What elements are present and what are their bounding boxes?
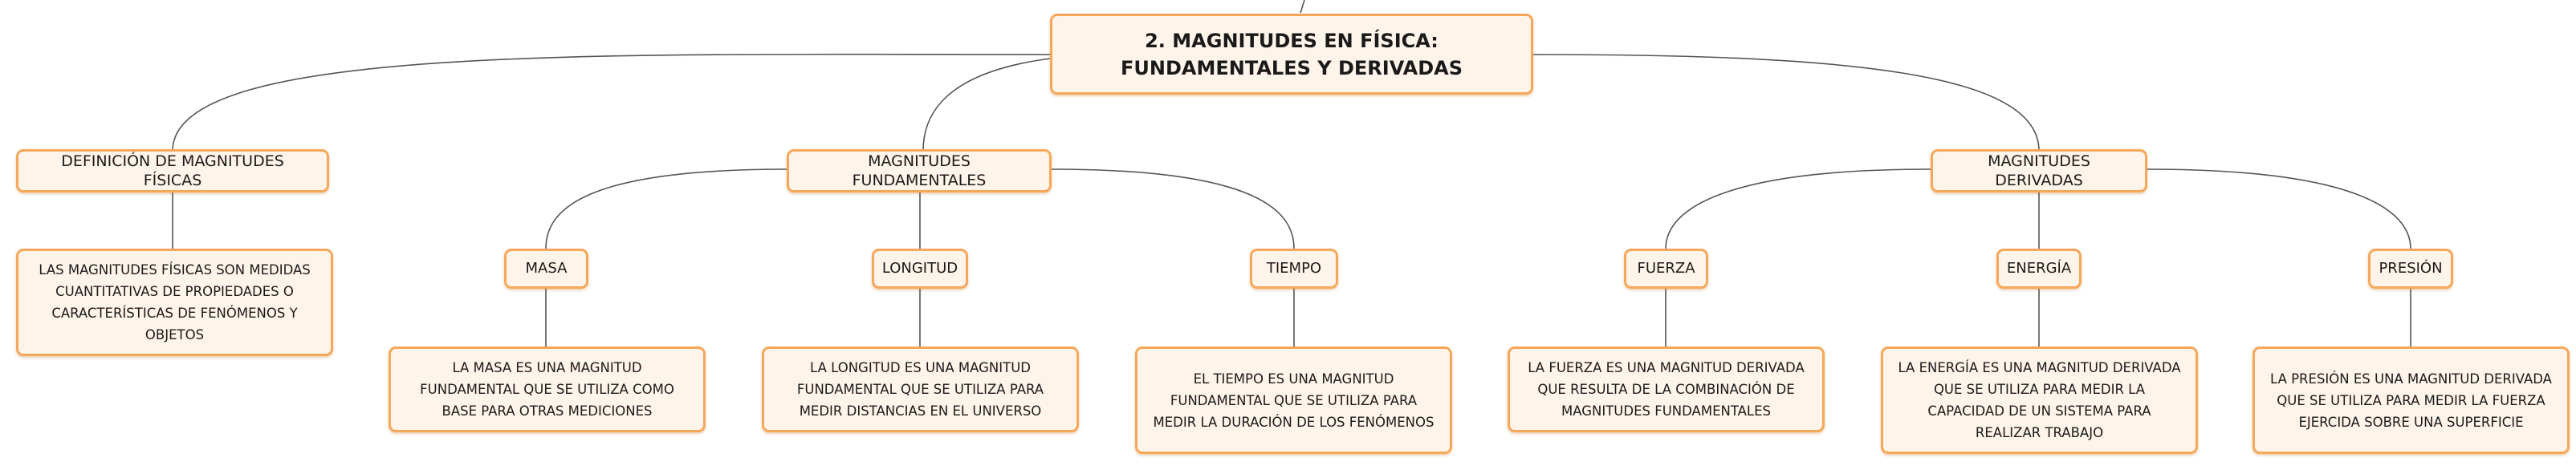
- connector-derived-presion: [2147, 168, 2411, 249]
- topic-fundamental-label: MAGNITUDES FUNDAMENTALES: [852, 152, 987, 189]
- description-longitud-text: LA LONGITUD ES UNA MAGNITUD FUNDAMENTAL …: [796, 360, 1044, 419]
- subtopic-tiempo-label: TIEMPO: [1266, 260, 1322, 277]
- topic-fundamental[interactable]: MAGNITUDES FUNDAMENTALES: [787, 149, 1052, 192]
- description-fuerza[interactable]: LA FUERZA ES UNA MAGNITUD DERIVADA QUE R…: [1508, 346, 1825, 432]
- connector-root-fundamental: [922, 58, 1051, 152]
- description-masa[interactable]: LA MASA ES UNA MAGNITUD FUNDAMENTAL QUE …: [389, 346, 706, 432]
- subtopic-longitud-label: LONGITUD: [881, 260, 958, 277]
- description-energia-text: LA ENERGÍA ES UNA MAGNITUD DERIVADA QUE …: [1898, 360, 2181, 440]
- subtopic-masa[interactable]: MASA: [504, 249, 588, 289]
- root-topic-label: 2. MAGNITUDES EN FÍSICA: FUNDAMENTALES Y…: [1121, 29, 1463, 79]
- subtopic-tiempo[interactable]: TIEMPO: [1250, 249, 1338, 289]
- description-tiempo-text: EL TIEMPO ES UNA MAGNITUD FUNDAMENTAL QU…: [1153, 371, 1435, 430]
- subtopic-energia-label: ENERGÍA: [2006, 260, 2072, 277]
- topic-definition-description-text: LAS MAGNITUDES FÍSICAS SON MEDIDAS CUANT…: [39, 262, 311, 342]
- subtopic-presion[interactable]: PRESIÓN: [2368, 249, 2453, 289]
- root-topic[interactable]: 2. MAGNITUDES EN FÍSICA: FUNDAMENTALES Y…: [1050, 14, 1533, 95]
- description-presion-text: LA PRESIÓN ES UNA MAGNITUD DERIVADA QUE …: [2270, 371, 2552, 430]
- topic-derived[interactable]: MAGNITUDES DERIVADAS: [1931, 149, 2147, 192]
- description-presion[interactable]: LA PRESIÓN ES UNA MAGNITUD DERIVADA QUE …: [2252, 346, 2570, 454]
- topic-definition-label: DEFINICIÓN DE MAGNITUDES FÍSICAS: [61, 152, 284, 189]
- connector-root-definition: [172, 53, 1051, 152]
- connector-root-derived: [1532, 54, 2040, 152]
- subtopic-fuerza-label: FUERZA: [1637, 260, 1695, 277]
- description-masa-text: LA MASA ES UNA MAGNITUD FUNDAMENTAL QUE …: [420, 360, 674, 419]
- topic-definition-description[interactable]: LAS MAGNITUDES FÍSICAS SON MEDIDAS CUANT…: [16, 249, 333, 356]
- description-fuerza-text: LA FUERZA ES UNA MAGNITUD DERIVADA QUE R…: [1528, 360, 1805, 419]
- topic-definition[interactable]: DEFINICIÓN DE MAGNITUDES FÍSICAS: [16, 149, 329, 192]
- subtopic-masa-label: MASA: [525, 260, 568, 277]
- subtopic-longitud[interactable]: LONGITUD: [872, 249, 968, 289]
- topic-derived-label: MAGNITUDES DERIVADAS: [1988, 152, 2090, 189]
- description-longitud[interactable]: LA LONGITUD ES UNA MAGNITUD FUNDAMENTAL …: [762, 346, 1079, 432]
- connector-parent-root: [1300, 0, 1305, 14]
- subtopic-presion-label: PRESIÓN: [2379, 260, 2443, 277]
- connector-derived-fuerza: [1665, 168, 1931, 249]
- subtopic-fuerza[interactable]: FUERZA: [1624, 249, 1708, 289]
- connector-fund-masa: [545, 168, 787, 249]
- connector-fund-tiempo: [1051, 168, 1295, 249]
- description-tiempo[interactable]: EL TIEMPO ES UNA MAGNITUD FUNDAMENTAL QU…: [1135, 346, 1452, 454]
- description-energia[interactable]: LA ENERGÍA ES UNA MAGNITUD DERIVADA QUE …: [1881, 346, 2198, 454]
- subtopic-energia[interactable]: ENERGÍA: [1996, 249, 2082, 289]
